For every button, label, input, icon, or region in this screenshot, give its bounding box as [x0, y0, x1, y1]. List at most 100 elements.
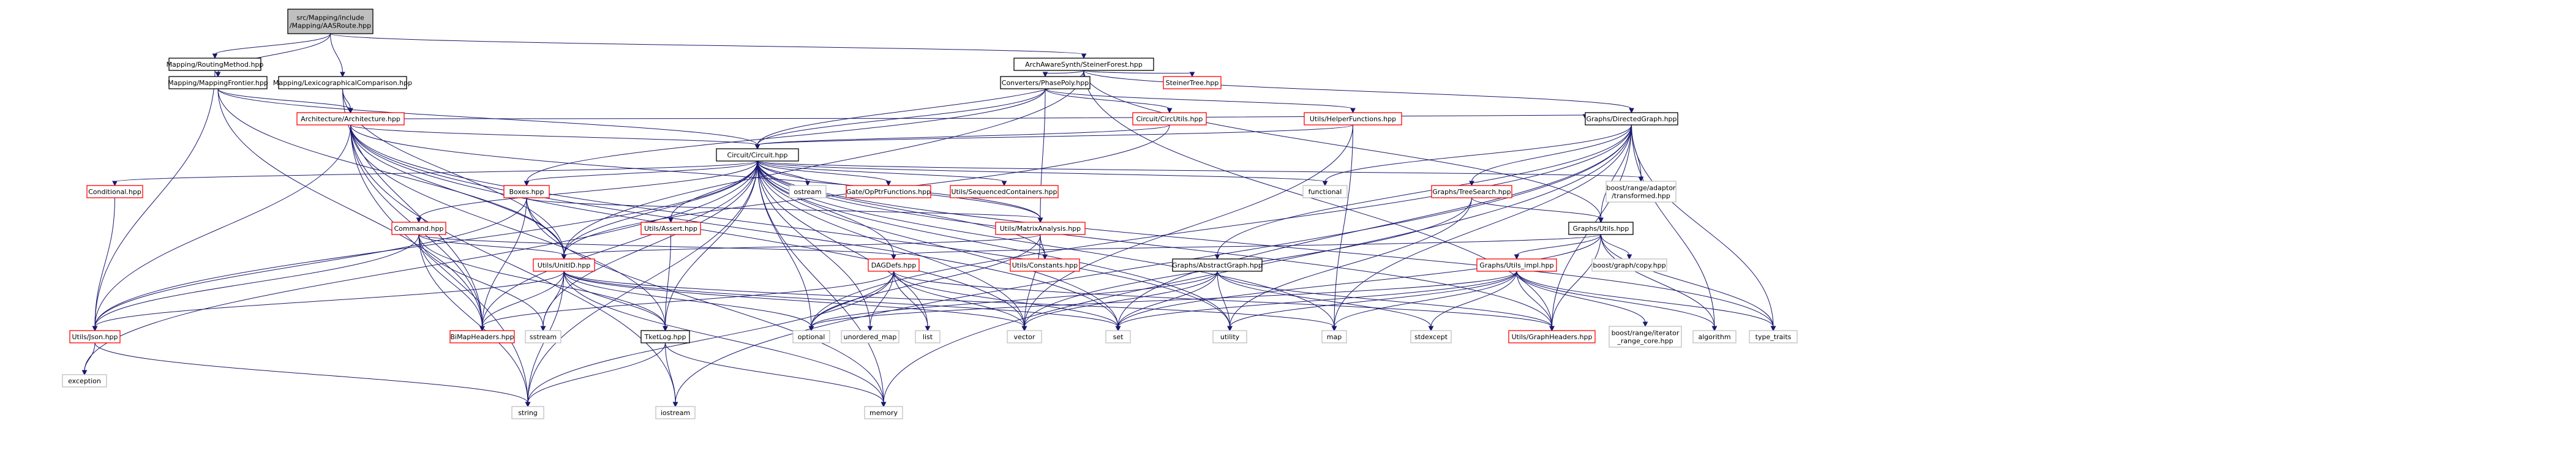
node-label-root-1: /Mapping/AASRoute.hpp [290, 22, 371, 30]
edge-graphsutils-to-graphheaders [1549, 234, 1601, 332]
node-label-architecture: Architecture/Architecture.hpp [301, 115, 400, 123]
edge-unitid-to-bimap [479, 271, 565, 332]
edge-root-to-archsteiner [330, 33, 1087, 59]
node-tketlog[interactable]: TketLog.hpp [640, 330, 690, 343]
edge-architecture-to-directedgraph [404, 114, 1588, 120]
node-box-algorithm [1692, 330, 1737, 343]
edge-matrixanalysis-to-unitid [561, 234, 1041, 260]
edge-unitid-to-utilsjson [92, 271, 565, 332]
edge-phasepoly-to-helperfunctions [1045, 88, 1356, 114]
node-label-boostgraphcopy: boost/graph/copy.hpp [1593, 261, 1665, 269]
node-boostadaptor: boost/range/adaptor/transformed.hpp [1605, 181, 1677, 203]
node-label-map: map [1327, 333, 1342, 341]
node-boxes[interactable]: Boxes.hpp [503, 185, 550, 198]
node-box-boxes [503, 185, 550, 198]
node-label-ostream: ostream [794, 188, 821, 196]
edge-directedgraph-to-algorithm [1631, 124, 1718, 332]
node-mappingframe[interactable]: Mapping/MappingFrontier.hpp [168, 76, 268, 89]
node-label-seqcontainers: Utils/SequencedContainers.hpp [951, 188, 1057, 196]
dependency-nodes: src/Mapping/include/Mapping/AASRoute.hpp… [62, 9, 1798, 419]
edge-graphsutils-to-utilsimpl [1514, 234, 1601, 260]
node-assert[interactable]: Utils/Assert.hpp [640, 222, 701, 235]
node-conditional[interactable]: Conditional.hpp [86, 185, 143, 198]
node-gateop[interactable]: Gate/OpPtrFunctions.hpp [846, 185, 931, 198]
node-matrixanalysis[interactable]: Utils/MatrixAnalysis.hpp [995, 222, 1086, 235]
edge-circuit-to-functional [757, 160, 1328, 187]
node-circutils[interactable]: Circuit/CircUtils.hpp [1132, 112, 1207, 126]
node-root[interactable]: src/Mapping/include/Mapping/AASRoute.hpp [287, 9, 374, 34]
node-label-string: string [518, 409, 538, 417]
node-phasepoly[interactable]: Converters/PhasePoly.hpp [1000, 76, 1091, 89]
node-box-bimap [449, 330, 515, 343]
node-label-routing: Mapping/RoutingMethod.hpp [167, 61, 264, 69]
edge-architecture-to-circuit [350, 124, 760, 150]
node-exception: exception [62, 374, 107, 388]
node-label-unorderedmap: unordered_map [844, 333, 897, 341]
edge-architecture-to-utilsjson [92, 124, 351, 332]
node-unorderedmap: unordered_map [841, 330, 899, 343]
node-graphsutils[interactable]: Graphs/Utils.hpp [1568, 222, 1634, 235]
edge-boxes-to-utilsjson [92, 197, 527, 332]
edge-circuit-to-seqcontainers [757, 160, 1007, 187]
edge-directedgraph-to-graphsutils [1598, 124, 1632, 223]
node-bimap[interactable]: BiMapHeaders.hpp [449, 330, 515, 343]
node-box-conditional [86, 185, 143, 198]
node-functional: functional [1302, 185, 1348, 198]
edge-matrixanalysis-to-constants [1040, 234, 1048, 260]
node-box-boostirc [1609, 326, 1682, 348]
edge-helperfunctions-to-circuit [754, 124, 1353, 150]
node-algorithm: algorithm [1692, 330, 1737, 343]
node-circuit[interactable]: Circuit/Circuit.hpp [716, 148, 799, 162]
node-box-functional [1302, 185, 1348, 198]
edge-phasepoly-to-circutils [1045, 88, 1173, 114]
edge-dagdefs-to-optional [808, 271, 894, 332]
node-box-exception [62, 374, 107, 388]
node-abstractgraph[interactable]: Graphs/AbstractGraph.hpp [1172, 258, 1263, 272]
edge-tketlog-to-string [525, 342, 666, 408]
edge-circuit-to-command [416, 160, 758, 223]
node-memory: memory [864, 406, 903, 419]
node-label-utilsjson: Utils/Json.hpp [72, 333, 118, 341]
node-label-bimap: BiMapHeaders.hpp [450, 333, 514, 341]
node-routing[interactable]: Mapping/RoutingMethod.hpp [167, 58, 264, 71]
node-box-helperfunctions [1304, 112, 1402, 126]
node-label-graphheaders: Utils/GraphHeaders.hpp [1512, 333, 1593, 341]
node-architecture[interactable]: Architecture/Architecture.hpp [296, 112, 405, 126]
node-label-stdexcept: stdexcept [1414, 333, 1448, 341]
node-helperfunctions[interactable]: Utils/HelperFunctions.hpp [1304, 112, 1402, 126]
node-label-lexico: Mapping/LexicographicalComparison.hpp [273, 79, 412, 87]
node-label-optional: optional [798, 333, 825, 341]
node-label-boostadaptor-1: /transformed.hpp [1612, 192, 1670, 200]
node-label-boostirc-1: _range_core.hpp [1617, 337, 1673, 345]
node-box-graphsutils [1568, 222, 1634, 235]
edge-directedgraph-to-treesearch [1469, 124, 1632, 187]
node-list: list [915, 330, 941, 343]
node-utilsjson[interactable]: Utils/Json.hpp [69, 330, 121, 343]
node-directedgraph[interactable]: Graphs/DirectedGraph.hpp [1585, 112, 1678, 126]
node-label-steinertree: SteinerTree.hpp [1166, 79, 1219, 87]
node-box-set [1105, 330, 1131, 343]
node-label-archsteiner: ArchAwareSynth/SteinerForest.hpp [1025, 61, 1143, 69]
node-steinertree[interactable]: SteinerTree.hpp [1163, 76, 1222, 89]
node-archsteiner[interactable]: ArchAwareSynth/SteinerForest.hpp [1013, 58, 1154, 71]
node-seqcontainers[interactable]: Utils/SequencedContainers.hpp [950, 185, 1059, 198]
edge-circuit-to-boxes [524, 160, 758, 187]
node-treesearch[interactable]: Graphs/TreeSearch.hpp [1431, 185, 1512, 198]
node-command[interactable]: Command.hpp [391, 222, 446, 235]
node-constants[interactable]: Utils/Constants.hpp [1010, 258, 1080, 272]
node-label-circuit: Circuit/Circuit.hpp [727, 151, 788, 159]
node-vector: vector [1007, 330, 1042, 343]
node-utilsimpl[interactable]: Graphs/Utils_impl.hpp [1476, 258, 1557, 272]
node-label-vector: vector [1014, 333, 1035, 341]
node-dagdefs[interactable]: DAGDefs.hpp [868, 258, 920, 272]
node-box-seqcontainers [950, 185, 1059, 198]
node-graphheaders[interactable]: Utils/GraphHeaders.hpp [1508, 330, 1596, 343]
node-stdexcept: stdexcept [1410, 330, 1452, 343]
node-map: map [1321, 330, 1347, 343]
node-lexico[interactable]: Mapping/LexicographicalComparison.hpp [273, 76, 412, 89]
edge-circuit-to-string [525, 160, 758, 408]
edge-circuit-to-tketlog [663, 160, 758, 332]
node-unitid[interactable]: Utils/UnitID.hpp [533, 258, 595, 272]
node-box-matrixanalysis [995, 222, 1086, 235]
node-box-dagdefs [868, 258, 920, 272]
